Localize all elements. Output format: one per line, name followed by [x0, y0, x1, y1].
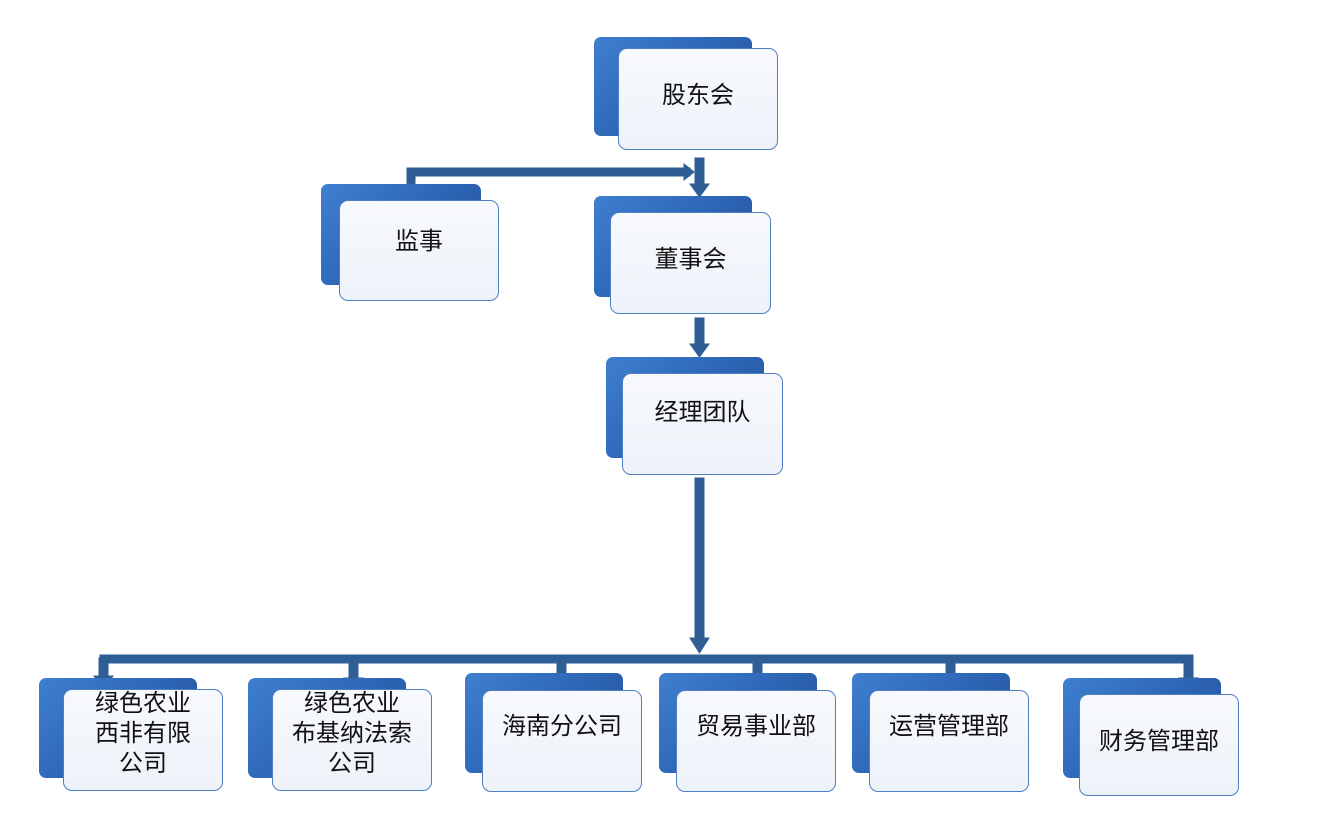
- node-dept-trade-label: 贸易事业部: [696, 712, 816, 740]
- node-management-label: 经理团队: [654, 398, 751, 426]
- arrow-supervisor-link: [406, 162, 695, 185]
- arrow-management-to-bus: [689, 477, 710, 654]
- node-branch-west-africa-label: 绿色农业 西非有限 公司: [95, 689, 191, 777]
- arrow-board-to-management: [689, 317, 710, 358]
- node-supervisor-label: 监事: [395, 226, 443, 255]
- node-board-label: 董事会: [654, 245, 727, 273]
- node-branch-hainan-label: 海南分公司: [502, 712, 622, 740]
- node-dept-finance-label: 财务管理部: [1099, 727, 1219, 755]
- arrow-shareholders-to-board: [689, 157, 710, 198]
- node-dept-operations-label: 运营管理部: [889, 712, 1009, 740]
- node-branch-burkina-label: 绿色农业 布基纳法索 公司: [292, 689, 412, 777]
- bus-line: [99, 654, 1194, 664]
- node-shareholders-label: 股东会: [662, 81, 734, 109]
